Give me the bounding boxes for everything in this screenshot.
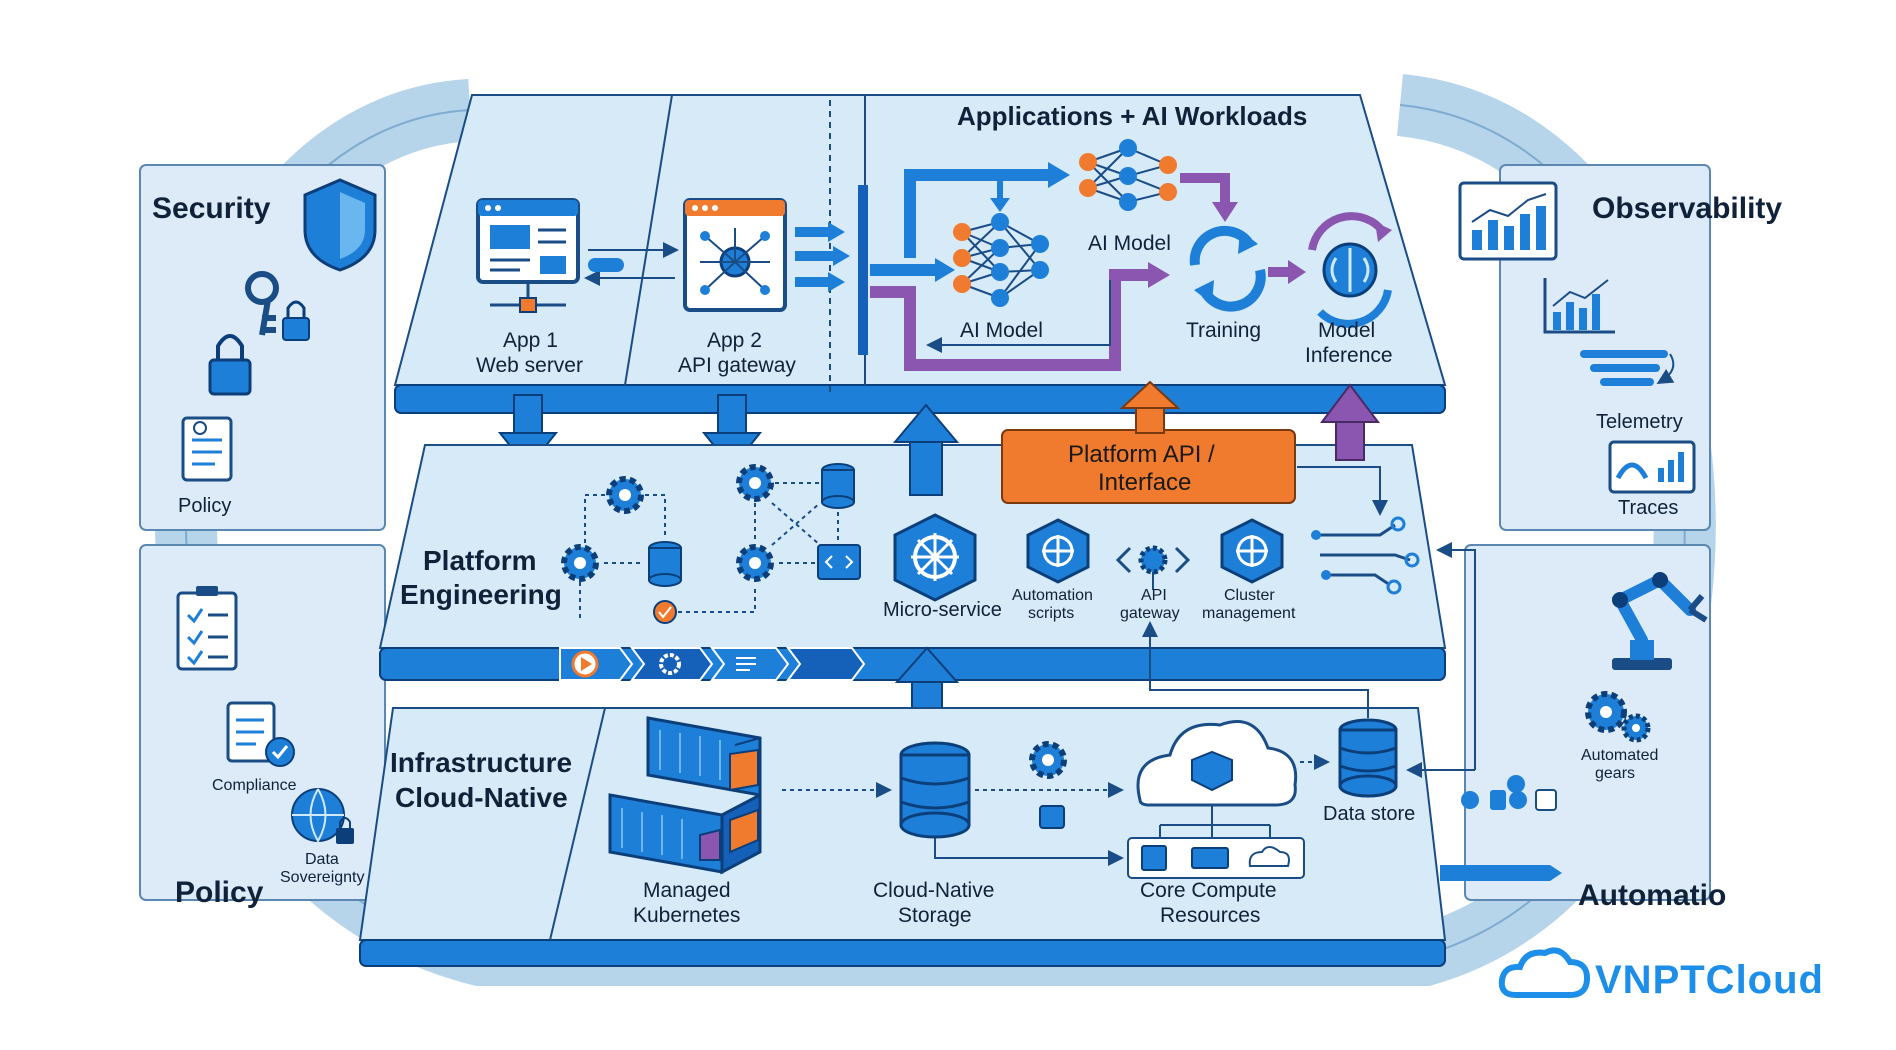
managed-kubernetes-label-2: Kubernetes xyxy=(633,904,740,927)
circuit-network-icon xyxy=(1311,516,1420,595)
model-inference-label-1: Model xyxy=(1318,319,1375,342)
api-gateway-icon xyxy=(1115,545,1191,590)
automated-gears-label-2: gears xyxy=(1595,765,1635,782)
traces-icon xyxy=(1608,440,1696,494)
automated-gears-icon xyxy=(1585,691,1651,743)
api-gateway-label-2: gateway xyxy=(1120,605,1180,622)
cloud-native-storage-label-2: Storage xyxy=(898,904,972,927)
cluster-management-label-1: Cluster xyxy=(1224,587,1275,604)
automated-gears-label-1: Automated xyxy=(1581,747,1658,764)
model-inference-label-2: Inference xyxy=(1305,344,1393,367)
observability-label: Observability xyxy=(1592,192,1782,225)
globe-lock-icon xyxy=(291,788,354,844)
key-icon xyxy=(245,271,279,336)
managed-kubernetes-label-1: Managed xyxy=(643,879,731,902)
top-tier-panel xyxy=(393,94,1447,414)
pipeline-log-icon xyxy=(736,657,756,671)
orange-up-arrow xyxy=(1119,380,1181,434)
automation-scripts-helm-icon xyxy=(1026,518,1090,584)
policy-document-icon xyxy=(181,416,233,482)
infrastructure-title-1: Infrastructure xyxy=(390,747,572,778)
up-arrow-to-apps xyxy=(892,403,960,496)
microservice-helm-icon xyxy=(893,513,977,602)
core-compute-label-1: Core Compute xyxy=(1140,879,1277,902)
container-stack-icon xyxy=(608,716,762,875)
platform-engineering-title-1: Platform xyxy=(423,545,537,576)
purple-up-arrow xyxy=(1319,383,1381,461)
training-cycle-icon xyxy=(1189,225,1266,312)
automation-label: Automatio xyxy=(1578,879,1726,912)
pipeline-gear-icon xyxy=(659,653,681,675)
small-box-icon xyxy=(1039,805,1065,829)
api-gateway-label-1: API xyxy=(1141,587,1167,604)
line-chart-icon xyxy=(1543,278,1615,334)
top-tier-title: Applications + AI Workloads xyxy=(957,101,1307,131)
checklist-icon xyxy=(176,586,238,671)
app1-label-2: Web server xyxy=(476,354,583,377)
storage-gear-icon xyxy=(1029,741,1067,779)
core-compute-label-2: Resources xyxy=(1160,904,1260,927)
training-label: Training xyxy=(1186,319,1261,342)
data-sovereignty-label-1: Data xyxy=(305,851,339,868)
dashboard-chart-icon xyxy=(1458,181,1558,261)
platform-api-label-1: Platform API / xyxy=(1068,441,1215,468)
cluster-management-label-2: management xyxy=(1202,605,1296,622)
mini-pipeline-icon xyxy=(1440,775,1562,881)
policy-icon-label: Policy xyxy=(178,495,231,517)
cloud-compute-icon xyxy=(1127,720,1305,879)
brain-icon xyxy=(1308,212,1392,328)
purple-flow-arrow xyxy=(1180,173,1238,222)
automation-scripts-label-2: scripts xyxy=(1028,605,1074,622)
compliance-label: Compliance xyxy=(212,777,297,794)
ai-model-label-top: AI Model xyxy=(1088,232,1171,255)
lock-icon xyxy=(282,300,310,341)
microservice-label: Micro-service xyxy=(883,599,1002,621)
web-server-icon xyxy=(476,198,580,313)
infrastructure-title-2: Cloud-Native xyxy=(395,782,568,813)
data-store-database-icon xyxy=(1338,718,1398,798)
api-gateway-hub-icon xyxy=(683,198,787,312)
automation-scripts-label-1: Automation xyxy=(1012,587,1093,604)
platform-api-label-2: Interface xyxy=(1098,469,1191,496)
cloud-storage-database-icon xyxy=(899,741,971,839)
training-to-inference-arrow xyxy=(1268,260,1306,284)
security-label: Security xyxy=(152,192,271,225)
cluster-management-helm-icon xyxy=(1220,518,1284,584)
app2-label-2: API gateway xyxy=(678,354,796,377)
traces-label: Traces xyxy=(1618,497,1678,519)
brand-label: VNPTCloud xyxy=(1595,958,1824,1002)
telemetry-icon xyxy=(1580,350,1675,386)
robot-arm-icon xyxy=(1611,572,1708,670)
bidirectional-link-icon xyxy=(584,242,679,286)
padlock-icon xyxy=(208,334,252,396)
policy-label: Policy xyxy=(175,876,264,909)
data-sovereignty-label-2: Sovereignty xyxy=(280,869,365,886)
platform-engineering-title-2: Engineering xyxy=(400,579,562,610)
ai-model-top-neural-net-icon xyxy=(1079,139,1177,211)
compliance-icon xyxy=(226,701,295,767)
shield-icon xyxy=(303,178,377,272)
cloud-native-storage-label-1: Cloud-Native xyxy=(873,879,994,902)
ai-model-neural-net-icon xyxy=(953,213,1049,307)
vnpt-cloud-logo-icon xyxy=(1498,947,1591,998)
ai-model-label-left: AI Model xyxy=(960,319,1043,342)
telemetry-label: Telemetry xyxy=(1596,411,1683,433)
routing-arrows xyxy=(795,162,1170,371)
app2-label-1: App 2 xyxy=(707,329,762,352)
app1-label-1: App 1 xyxy=(503,329,558,352)
play-icon xyxy=(571,650,599,678)
data-store-label: Data store xyxy=(1323,803,1415,825)
workflow-diagram xyxy=(561,463,861,624)
